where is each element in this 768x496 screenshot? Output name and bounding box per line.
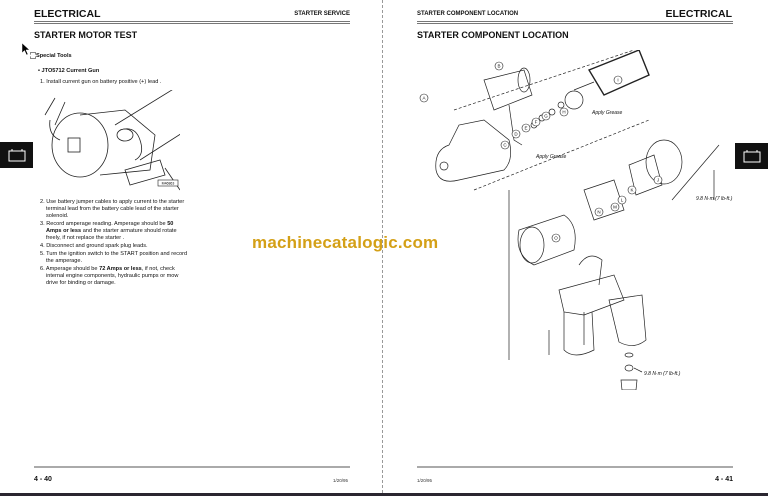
step-6: 6. Amperage should be 72 Amps or less, i…	[40, 266, 179, 286]
callout-f: F	[535, 120, 538, 125]
page-date: 1/20/95	[332, 478, 348, 483]
subsection-header: STARTER SERVICE	[294, 11, 350, 17]
callout-d: D	[514, 132, 518, 137]
page-date: 1/20/95	[417, 478, 433, 483]
battery-icon	[743, 150, 761, 163]
torque-label: 9.8 N·m (7 lb-ft.)	[696, 196, 733, 202]
callout-j: J	[657, 178, 659, 183]
page-title: STARTER COMPONENT LOCATION	[417, 30, 569, 40]
section-header: ELECTRICAL	[34, 8, 101, 20]
watermark: machinecatalogic.com	[252, 233, 439, 252]
step-1: 1. Install current gun on battery positi…	[40, 79, 162, 85]
section-header: ELECTRICAL	[665, 8, 733, 20]
page-number: 4 - 41	[715, 476, 733, 483]
callout-markers: A B C D E F G H I J K L M N O	[419, 61, 663, 243]
callout-i: I	[617, 78, 618, 83]
footer-rule	[417, 466, 733, 468]
starter-exploded-diagram: A B C D E F G H I J K L M N O Apply Grea…	[419, 50, 733, 390]
right-page: STARTER COMPONENT LOCATION ELECTRICAL ST…	[384, 0, 768, 493]
footer-rule	[34, 466, 350, 468]
step-3: 3. Record amperage reading. Amperage sho…	[40, 221, 177, 241]
battery-icon	[8, 149, 26, 162]
step-5: 5. Turn the ignition switch to the START…	[40, 251, 188, 264]
steps-list: 2. Use battery jumper cables to apply cu…	[38, 199, 188, 288]
callout-h: H	[562, 110, 565, 115]
apply-grease-label: Apply Grease	[535, 154, 567, 160]
step-2: 2. Use battery jumper cables to apply cu…	[40, 199, 185, 219]
header-rule	[34, 21, 350, 24]
electrical-section-tab[interactable]	[735, 143, 768, 169]
callout-l: L	[621, 198, 624, 203]
starter-test-illustration: M46863	[44, 90, 180, 191]
page-separator	[382, 0, 383, 493]
callout-g: G	[544, 114, 548, 119]
callout-k: K	[630, 188, 633, 193]
figure-id-box	[157, 179, 179, 187]
left-page: ELECTRICAL STARTER SERVICE STARTER MOTOR…	[0, 0, 382, 493]
electrical-section-tab[interactable]	[0, 142, 33, 168]
mouse-cursor-icon	[21, 42, 31, 56]
header-rule	[417, 21, 733, 24]
callout-o: O	[554, 236, 558, 241]
callout-c: C	[503, 143, 507, 148]
page-title: STARTER MOTOR TEST	[34, 30, 138, 40]
callout-a: A	[422, 96, 425, 101]
subsection-header: STARTER COMPONENT LOCATION	[417, 11, 519, 17]
viewer-bottom-edge	[0, 493, 768, 496]
torque-label: 9.8 N·m (7 lb-ft.)	[644, 371, 681, 377]
callout-m: M	[613, 205, 617, 210]
apply-grease-label: Apply Grease	[591, 110, 623, 116]
figure-id: M46863	[162, 182, 175, 186]
callout-n: N	[597, 210, 600, 215]
callout-b: B	[497, 64, 500, 69]
step-4: 4. Disconnect and ground spark plug lead…	[40, 243, 148, 249]
page-number: 4 - 40	[34, 476, 52, 483]
special-tools-label: Special Tools	[30, 52, 72, 60]
tool-item: • JTO5712 Current Gun	[38, 68, 100, 74]
callout-e: E	[524, 126, 527, 131]
